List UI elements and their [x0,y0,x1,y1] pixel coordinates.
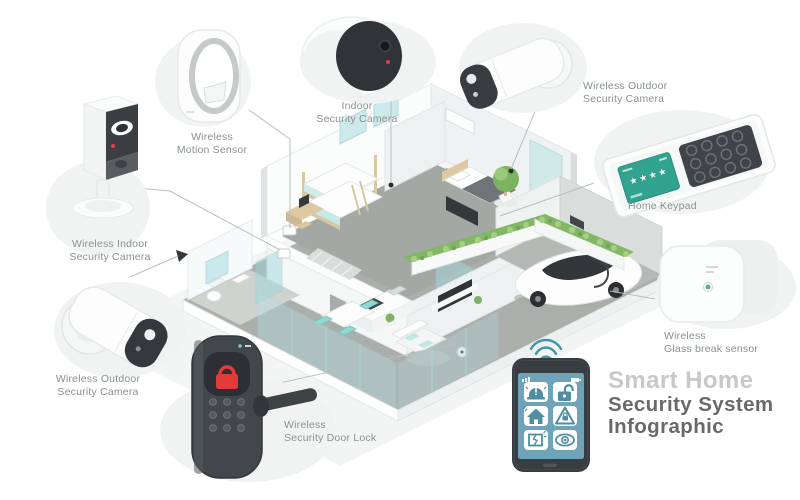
connector-outdoor-camera-left [129,255,179,278]
downstairs-bathroom [187,219,300,325]
corner-camera [176,250,188,262]
label-line: Glass break sensor [664,342,759,355]
living-area [385,296,482,366]
red-padlock-icon [216,365,238,389]
wall-camera-dot [508,168,514,174]
kitchen-sink [387,285,407,296]
shower-glass [255,248,283,305]
bedroom-tv [446,196,478,226]
plant [474,296,482,304]
chair [337,325,357,336]
connector-door-lock [252,343,456,390]
label-line: Security Camera [583,92,665,105]
partition-wall [384,100,446,192]
title-line-3: Infographic [608,415,725,438]
label-indoor-camera-left: Wireless Indoor Security Camera [55,238,165,263]
warning-lock-icon [555,406,575,425]
green-roof-planter [402,214,634,276]
connector-indoor-camera-left [137,187,281,251]
camera-lens [466,73,477,84]
siren-alarm-icon [525,386,547,400]
glass-walls [257,291,499,410]
connector-glass-break [609,290,656,300]
camera-lens [144,329,156,341]
label-line: Wireless [664,330,706,342]
wireless-motion-sensor-device [177,29,241,123]
chair [359,299,379,310]
dining-table [313,299,379,336]
label-line: Wireless Outdoor [583,80,668,92]
label-indoor-camera-top: Indoor Security Camera [302,100,412,125]
door-handle [258,388,317,412]
label-line: Wireless [284,419,326,431]
label-line: Motion Sensor [176,143,248,156]
wireless-outdoor-camera-right-device [459,37,573,109]
wall-camera-dot [388,182,394,188]
phone-home-button [543,463,557,467]
infographic-title: Smart Home Security System Infographic [608,368,774,438]
roof-terrace [402,166,634,276]
label-home-keypad: Home Keypad [628,200,697,213]
label-line: Security Door Lock [284,431,377,444]
window [205,250,229,285]
phone-status-bar [522,377,581,382]
plant [385,313,395,323]
label-door-lock: Wireless Security Door Lock [284,419,376,444]
wireless-indoor-camera-device [72,95,140,219]
connector-outdoor-camera-right [510,101,540,170]
label-outdoor-camera-left: Wireless Outdoor Security Camera [42,373,154,398]
phone-app-grid [522,382,577,450]
connector-lines [129,91,656,390]
label-glass-break-sensor: Wireless Glass break sensor [664,330,758,355]
title-line-2: Security System [608,393,774,416]
label-line: Security Camera [57,385,139,398]
home-keypad-device [602,113,776,218]
label-line: Security Camera [69,250,151,263]
label-outdoor-camera-right: Wireless Outdoor Security Camera [583,80,667,105]
smartphone [512,338,590,472]
chair [313,315,333,326]
label-line: Home Keypad [628,200,697,212]
keypad-screen [617,152,680,204]
stairs [306,248,362,280]
connector-motion-sensor [248,109,291,228]
smart-home-icon [522,405,545,424]
label-motion-sensor: Wireless Motion Sensor [157,131,267,156]
sink [231,273,251,284]
label-line: Wireless Indoor [72,238,148,250]
connector-home-keypad [499,182,595,217]
surveillance-eye-icon [555,433,575,447]
label-line: Indoor [341,100,373,112]
rug [406,350,450,366]
house-isometric [176,83,663,422]
glass-break-icon [528,430,547,447]
glass-break-sensor-device [659,240,778,323]
label-line: Wireless Outdoor [55,373,141,385]
air-conditioner [445,107,475,135]
recording-led [111,144,115,148]
status-led [705,284,711,290]
vent [570,215,584,230]
camera-lens [378,39,392,53]
recording-led [386,60,390,64]
wall-indoor-camera [277,248,291,259]
label-line: Wireless [191,131,233,143]
window [339,108,367,145]
wireless-outdoor-camera-left-device [61,286,168,368]
unlocked-padlock-icon [558,384,574,401]
security-door-lock-device [191,335,317,479]
title-line-1: Smart Home [608,367,754,394]
toilet [206,290,222,302]
lock-led [238,344,242,348]
label-line: Security Camera [316,112,398,125]
lock-keypad [209,398,245,432]
indoor-security-camera-device [301,16,403,98]
